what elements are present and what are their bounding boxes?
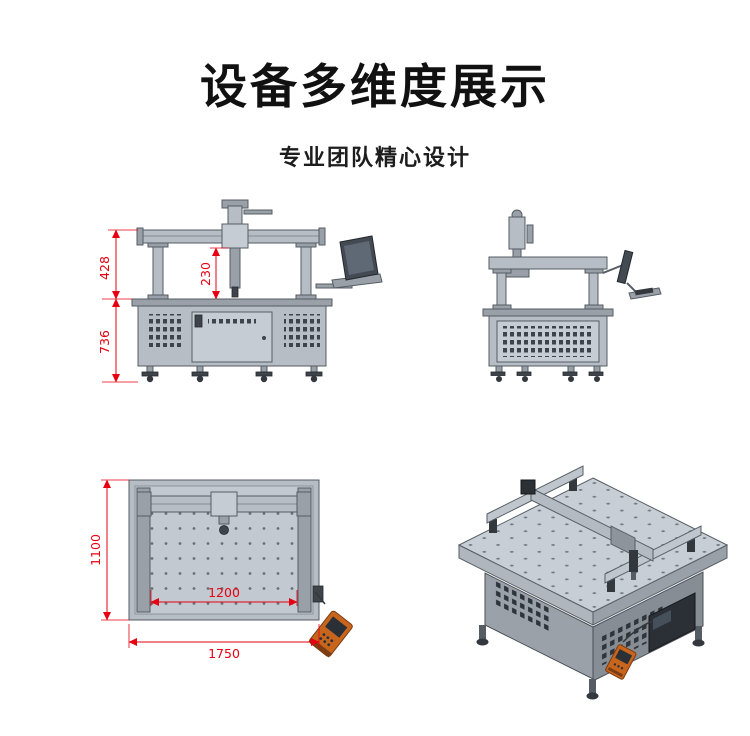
iso-tool-head (629, 550, 638, 572)
dim-label-428: 428 (97, 256, 112, 280)
x-beam-top (136, 491, 312, 535)
vent-grid-left (147, 314, 183, 347)
front-view-svg: 428 736 230 (97, 199, 383, 383)
side-view-svg (482, 209, 662, 382)
vent-grid-right (284, 314, 320, 347)
dim-label-1200: 1200 (208, 585, 240, 600)
dim-label-230: 230 (198, 262, 213, 286)
vent-grid-side (503, 326, 593, 357)
top-view-drawing: 1100 1200 1750 (75, 446, 405, 666)
teach-pendant-iso (605, 644, 637, 680)
pendant-holder (312, 585, 324, 603)
z-axis-tower-side (508, 209, 534, 262)
isometric-view-drawing (443, 428, 743, 708)
iso-machine (457, 465, 729, 700)
side-machine (482, 209, 662, 382)
beam-motor (520, 479, 536, 495)
front-view-drawing: 428 736 230 (92, 190, 392, 397)
monitor-on-arm (602, 249, 662, 300)
machine-feet (141, 365, 323, 383)
support-columns-side (492, 268, 604, 310)
pendant-cable (314, 591, 326, 605)
top-view-svg: 1100 1200 1750 (88, 479, 353, 661)
door-vent (208, 316, 256, 325)
dim-label-1100: 1100 (88, 534, 103, 566)
cabinet-vents-left (495, 580, 551, 634)
page-title: 设备多维度展示 (200, 60, 550, 113)
dim-label-736: 736 (97, 330, 112, 354)
iso-gantry (486, 465, 702, 592)
side-view-drawing (453, 203, 663, 398)
laptop-on-arm (315, 235, 383, 289)
control-box (648, 592, 696, 653)
table-top-holes (459, 478, 727, 612)
page-subtitle: 专业团队精心设计 (278, 145, 471, 170)
top-rail-side (488, 256, 608, 278)
base-cabinet-side (482, 308, 614, 367)
pendant-cable-iso (622, 620, 654, 643)
machine-feet-side (490, 365, 604, 382)
base-cabinet (131, 298, 333, 367)
top-machine (128, 479, 353, 658)
y-rails-top (136, 487, 312, 613)
isometric-view-svg (457, 465, 729, 700)
top-dimensions: 1100 1200 1750 (88, 479, 320, 661)
front-machine (131, 199, 383, 383)
front-dimensions: 428 736 230 (97, 229, 228, 383)
z-carriage (221, 223, 249, 298)
support-columns (147, 242, 317, 300)
iso-feet (476, 625, 705, 700)
dim-label-1750: 1750 (208, 646, 240, 661)
iso-carriage (610, 525, 636, 557)
